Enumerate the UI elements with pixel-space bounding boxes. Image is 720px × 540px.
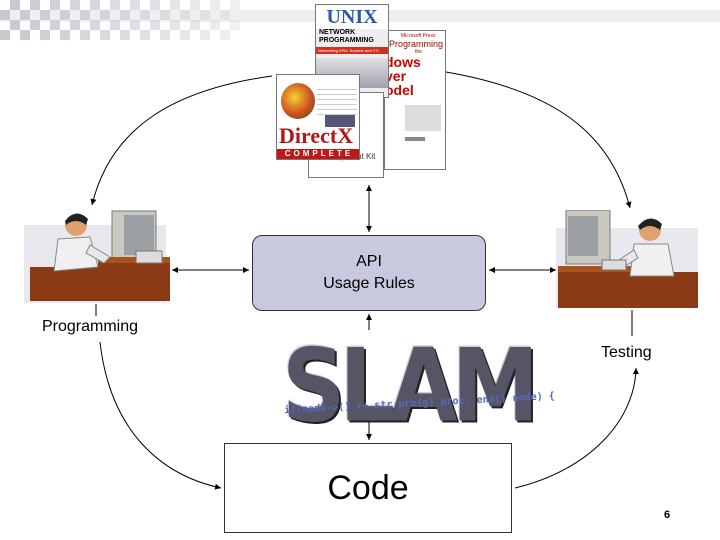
arc-code-testing: [514, 367, 639, 489]
checker-square: [70, 0, 80, 10]
checker-square: [50, 0, 60, 10]
checker-decoration: [0, 0, 720, 40]
checker-square: [230, 20, 240, 30]
arc-programming-code: [99, 341, 222, 490]
checker-square: [150, 20, 160, 30]
checker-square: [10, 20, 20, 30]
tester-illustration: [556, 210, 698, 308]
checker-square: [220, 10, 230, 20]
book-title: UNIX: [316, 5, 388, 29]
checker-square: [130, 20, 140, 30]
checker-square: [190, 20, 200, 30]
checker-square: [210, 20, 220, 30]
checker-square: [150, 0, 160, 10]
api-line-2: Usage Rules: [323, 275, 415, 292]
book-line: Programming: [389, 39, 444, 49]
checker-square: [210, 0, 220, 10]
checker-square: [180, 10, 190, 20]
book-publisher: Microsoft Press: [401, 33, 436, 39]
checker-square: [110, 0, 120, 10]
book-title: DirectX: [279, 123, 354, 148]
checker-square: [160, 10, 170, 20]
api-usage-rules-box: API Usage Rules: [252, 235, 486, 311]
book-line: Networking APIs: Sockets and XTI: [316, 47, 388, 54]
book-windows-driver-model: Microsoft Press Programming the dows ver…: [384, 30, 446, 170]
book-line: ver: [385, 68, 407, 84]
checker-square: [120, 10, 130, 20]
arc-top-right: [445, 71, 632, 209]
testing-label: Testing: [601, 344, 652, 361]
checker-square: [60, 10, 70, 20]
slam-logo-text: SLAM: [282, 326, 539, 445]
checker-square: [160, 30, 170, 40]
checker-square: [200, 30, 210, 40]
book-line: the: [415, 49, 422, 55]
checker-square: [80, 30, 90, 40]
checker-square: [40, 30, 50, 40]
checker-square: [50, 20, 60, 30]
checker-square: [100, 30, 110, 40]
checker-square: [170, 20, 180, 30]
checker-square: [130, 0, 140, 10]
checker-square: [90, 20, 100, 30]
checker-square: [190, 0, 200, 10]
api-line-1: API: [356, 253, 382, 270]
checker-square: [140, 10, 150, 20]
checker-square: [20, 30, 30, 40]
book-line: PROGRAMMING: [319, 37, 374, 44]
checker-square: [110, 20, 120, 30]
checker-square: [230, 0, 240, 10]
book-line: odel: [385, 82, 414, 98]
checker-square: [70, 20, 80, 30]
checker-square: [0, 30, 10, 40]
checker-square: [100, 10, 110, 20]
code-label: Code: [327, 468, 409, 507]
checker-square: [200, 10, 210, 20]
checker-square: [90, 0, 100, 10]
book-line: dows: [385, 54, 421, 70]
programming-label: Programming: [42, 318, 139, 335]
checker-square: [170, 0, 180, 10]
checker-square: [10, 0, 20, 10]
arc-top-left: [90, 75, 273, 206]
code-box: Code: [224, 443, 512, 533]
book-band: COMPLETE: [277, 149, 359, 159]
checker-square: [140, 30, 150, 40]
checker-square: [30, 0, 40, 10]
checker-square: [120, 30, 130, 40]
book-line: NETWORK: [319, 29, 356, 36]
checker-square: [40, 10, 50, 20]
book-directx-complete: DirectX COMPLETE: [276, 74, 360, 160]
page-number: 6: [664, 509, 671, 521]
slam-logo: SLAM if(node->() ++ str pro(g) proc, end…: [282, 326, 555, 444]
checker-square: [30, 20, 40, 30]
programmer-illustration: [24, 210, 170, 303]
checker-square: [0, 10, 10, 20]
checker-square: [80, 10, 90, 20]
checker-square: [20, 10, 30, 20]
checker-square: [60, 30, 70, 40]
checker-square: [220, 30, 230, 40]
checker-square: [180, 30, 190, 40]
